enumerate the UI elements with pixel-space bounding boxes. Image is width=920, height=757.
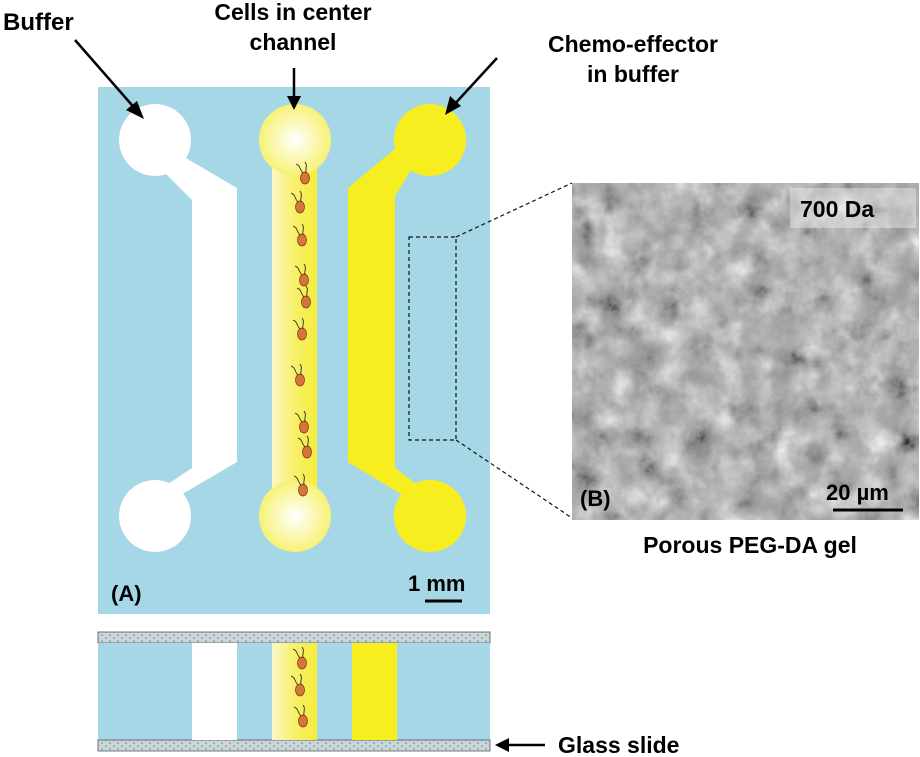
gel-caption: Porous PEG-DA gel: [643, 532, 857, 558]
scale-b-label: 20 µm: [826, 480, 889, 505]
chemo-effector-channel: [348, 104, 466, 552]
cross-cell-channel: [272, 643, 317, 740]
molecular-weight-label: 700 Da: [800, 196, 874, 222]
cell-channel: [259, 104, 331, 552]
cells-label-line1: Cells in center: [214, 0, 371, 25]
zoom-region-box: [408, 236, 457, 441]
arrow-cells: [287, 68, 301, 110]
chemo-label-line2: in buffer: [587, 61, 679, 87]
panel-a-label: (A): [111, 581, 142, 606]
arrow-buffer: [74, 39, 144, 119]
buffer-label: Buffer: [3, 9, 74, 36]
cross-buffer-channel: [192, 643, 237, 740]
arrow-chemo: [445, 57, 498, 115]
buffer-channel: [119, 104, 237, 552]
zoom-line-bottom: [455, 439, 573, 519]
chemo-label-line1: Chemo-effector: [548, 31, 718, 57]
zoom-line-top: [455, 182, 573, 238]
glass-slide-label: Glass slide: [558, 732, 679, 757]
cross-section-view: [97, 631, 491, 752]
arrow-glass-slide: [495, 738, 545, 752]
cross-chemo-channel: [352, 643, 397, 740]
sem-micrograph-icon: [572, 183, 919, 520]
cells-label-line2: channel: [250, 29, 337, 55]
scale-a-label: 1 mm: [408, 571, 465, 596]
panel-b-label: (B): [580, 486, 611, 511]
